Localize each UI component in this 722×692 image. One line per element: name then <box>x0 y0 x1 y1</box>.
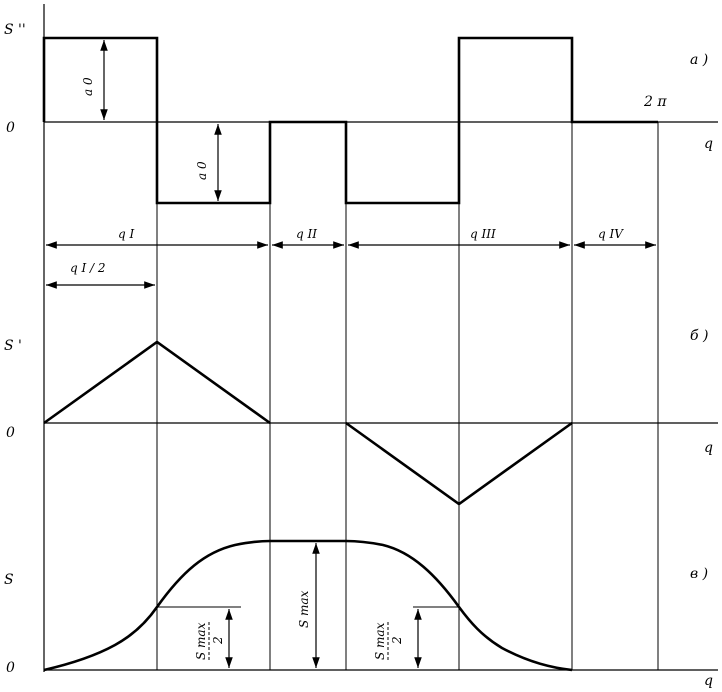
panel-label-a: a ) <box>690 52 708 68</box>
q-label-top: q <box>704 136 713 152</box>
acceleration-curve <box>42 36 658 205</box>
phi1-label: q I <box>118 227 134 241</box>
smax-half-left-num: S max <box>194 622 208 660</box>
smax-half-right-label: S max 2 <box>373 622 404 660</box>
panel-label-v: в ) <box>690 566 708 582</box>
phi2-label: q II <box>296 227 317 241</box>
q-label-mid: q <box>704 440 713 456</box>
a0-left-label: a 0 <box>81 77 95 96</box>
zero-label-bot: 0 <box>6 660 15 676</box>
phi1-half-label: q I / 2 <box>70 261 106 275</box>
phi3-label: q III <box>470 227 496 241</box>
velocity-curve <box>43 340 573 506</box>
zero-label-mid: 0 <box>6 425 15 441</box>
phi4-label: q IV <box>598 227 624 241</box>
smax-label: S max <box>297 590 311 628</box>
velocity-axis-label: S ' <box>4 338 22 354</box>
smax-half-left-den: 2 <box>211 636 225 645</box>
displacement-curve <box>43 539 573 672</box>
q-label-bot: q <box>704 673 713 689</box>
zero-label-top: 0 <box>6 120 15 136</box>
smax-half-left-label: S max 2 <box>194 622 225 660</box>
displacement-axis-label: S <box>4 572 14 588</box>
smax-half-right-den: 2 <box>390 636 404 645</box>
a0-right-label: a 0 <box>195 161 209 180</box>
smax-half-right-num: S max <box>373 622 387 660</box>
two-pi-label: 2 π <box>643 94 667 110</box>
panel-label-b: б ) <box>690 328 708 344</box>
acceleration-axis-label: S '' <box>4 22 26 38</box>
